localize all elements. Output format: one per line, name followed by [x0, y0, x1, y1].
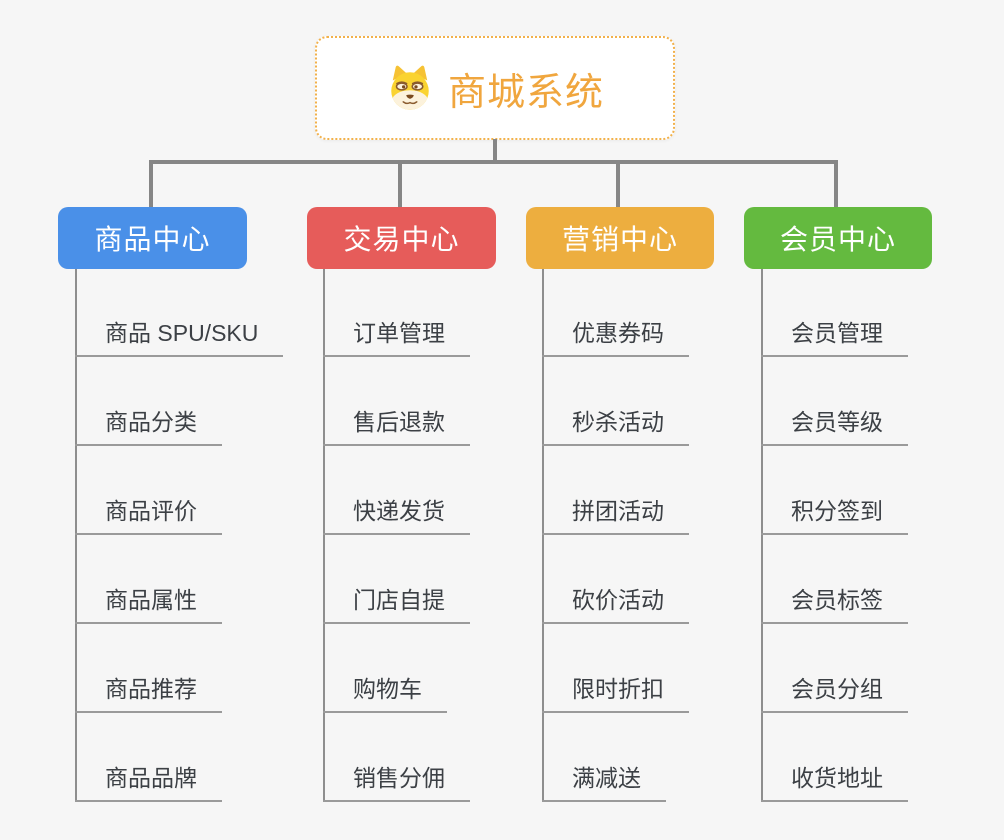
branch-children-column: 会员管理 会员等级 积分签到 会员标签 会员分组 收货地址 — [761, 269, 991, 802]
child-node[interactable]: 会员分组 — [761, 667, 908, 713]
branch-label: 交易中心 — [343, 224, 460, 255]
root-title: 商城系统 — [447, 71, 604, 114]
branch-label: 营销中心 — [561, 224, 678, 255]
branch-children-column: 商品 SPU/SKU 商品分类 商品评价 商品属性 商品推荐 商品品牌 — [75, 269, 305, 802]
child-node[interactable]: 会员管理 — [761, 311, 908, 357]
branch-node-member[interactable]: 会员中心 — [744, 207, 932, 269]
branch-node-product[interactable]: 商品中心 — [58, 207, 247, 269]
child-node[interactable]: 商品品牌 — [75, 756, 222, 802]
child-node[interactable]: 会员等级 — [761, 400, 908, 446]
root-node[interactable]: 商城系统 — [315, 36, 675, 140]
child-node[interactable]: 满减送 — [542, 756, 666, 802]
connector-drop — [834, 160, 838, 210]
child-node[interactable]: 收货地址 — [761, 756, 908, 802]
child-node[interactable]: 限时折扣 — [542, 667, 689, 713]
child-node[interactable]: 门店自提 — [323, 578, 470, 624]
connector-drop — [616, 160, 620, 210]
connector-root-stub — [493, 139, 497, 163]
child-node[interactable]: 商品推荐 — [75, 667, 222, 713]
connector-drop — [398, 160, 402, 210]
connector-drop — [149, 160, 153, 210]
child-node[interactable]: 快递发货 — [323, 489, 470, 535]
doge-icon — [391, 65, 429, 110]
connector-rail — [149, 160, 838, 164]
child-node[interactable]: 商品分类 — [75, 400, 222, 446]
branch-children-column: 优惠券码 秒杀活动 拼团活动 砍价活动 限时折扣 满减送 — [542, 269, 772, 802]
branch-node-trade[interactable]: 交易中心 — [307, 207, 496, 269]
branch-label: 商品中心 — [94, 224, 211, 255]
child-node[interactable]: 拼团活动 — [542, 489, 689, 535]
child-node[interactable]: 商品 SPU/SKU — [75, 311, 284, 357]
child-node[interactable]: 购物车 — [323, 667, 447, 713]
child-node[interactable]: 销售分佣 — [323, 756, 470, 802]
branch-node-marketing[interactable]: 营销中心 — [526, 207, 714, 269]
child-node[interactable]: 积分签到 — [761, 489, 908, 535]
branch-children-column: 订单管理 售后退款 快递发货 门店自提 购物车 销售分佣 — [323, 269, 553, 802]
child-node[interactable]: 商品属性 — [75, 578, 222, 624]
child-node[interactable]: 秒杀活动 — [542, 400, 689, 446]
child-node[interactable]: 优惠券码 — [542, 311, 689, 357]
branch-label: 会员中心 — [779, 224, 896, 255]
child-node[interactable]: 售后退款 — [323, 400, 470, 446]
child-node[interactable]: 会员标签 — [761, 578, 908, 624]
child-node[interactable]: 订单管理 — [323, 311, 470, 357]
child-node[interactable]: 商品评价 — [75, 489, 222, 535]
child-node[interactable]: 砍价活动 — [542, 578, 689, 624]
